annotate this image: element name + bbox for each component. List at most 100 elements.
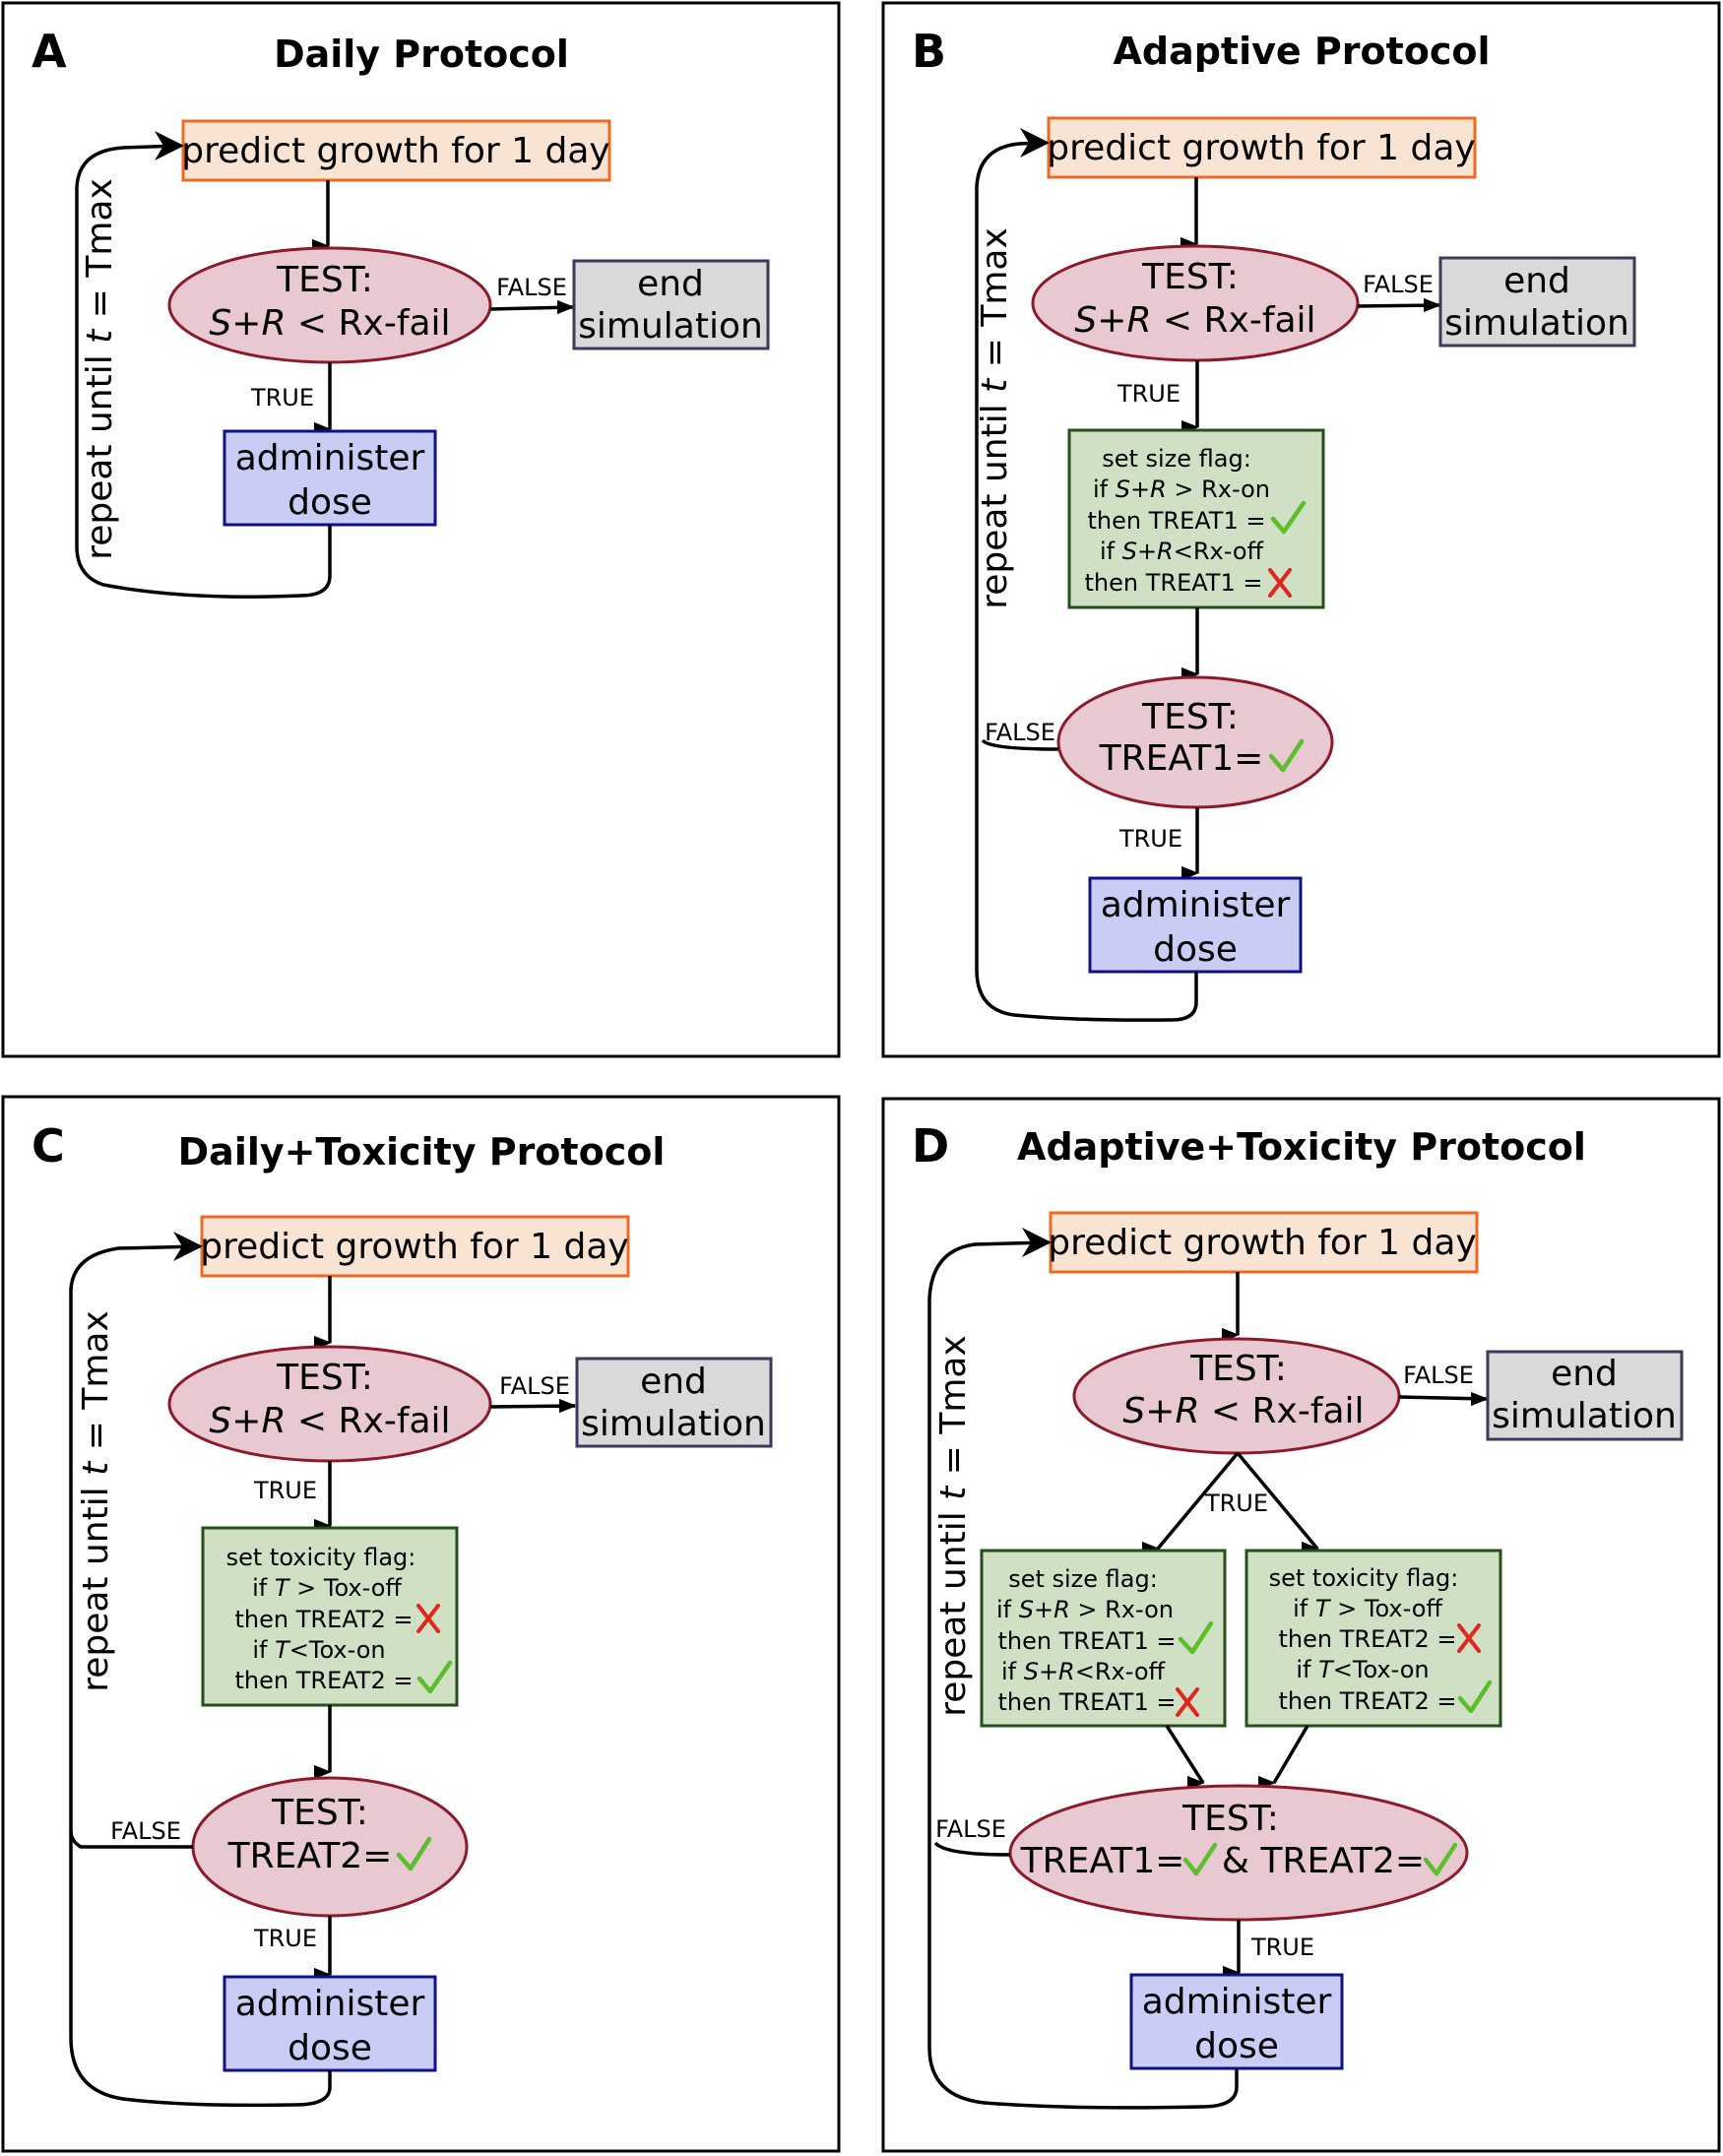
panel-b-test-oval xyxy=(1031,244,1360,362)
panel-c-repeat-label: repeat until t = Tmax xyxy=(76,1310,116,1692)
panel-a-frame xyxy=(1,1,841,1058)
panel-c-test2-cond: TREAT2= xyxy=(227,1836,393,1876)
check-icon xyxy=(416,1660,453,1694)
panel-b-test-sr: S+R xyxy=(1074,300,1151,341)
panel-d-tox-if1-t: T xyxy=(1315,1595,1332,1622)
panel-d-title: Adaptive+Toxicity Protocol xyxy=(1017,1125,1586,1169)
panel-b-repeat-label: repeat until t = Tmax xyxy=(975,227,1015,609)
panel-b-letter: B xyxy=(912,25,946,78)
panel-d-tox-if2-rest: <Tox-on xyxy=(1333,1656,1430,1683)
panel-c-flag-if2-pre: if xyxy=(252,1636,275,1664)
panel-d-size-if1-rest: > Rx-on xyxy=(1070,1596,1174,1623)
panel-b-false2-stub xyxy=(981,738,1059,751)
panel-c-true2-label: TRUE xyxy=(253,1925,317,1952)
panel-d-tox-if2: if T<Tox-on xyxy=(1296,1656,1429,1683)
panel-d-tox-if1: if T > Tox-off xyxy=(1293,1595,1442,1622)
panel-d-end-l2: simulation xyxy=(1492,1396,1677,1436)
panel-c-false-label: FALSE xyxy=(499,1372,570,1400)
panel-b-test-label: TEST: xyxy=(1141,257,1239,297)
panel-b-dose-l1: administer xyxy=(1101,885,1291,925)
panel-b-repeat-tail: = Tmax xyxy=(975,227,1015,378)
check-icon xyxy=(1270,500,1307,535)
panel-b-test2-cond: TREAT1= xyxy=(1099,738,1264,779)
check-icon xyxy=(1178,1620,1214,1655)
check-icon xyxy=(396,1836,432,1871)
panel-b-title: Adaptive Protocol xyxy=(1113,30,1490,73)
panel-c-test-condition: S+R < Rx-fail xyxy=(209,1401,450,1441)
panel-c-predict-box xyxy=(200,1215,630,1278)
panel-a-true-label: TRUE xyxy=(250,384,314,412)
panel-b-predict-label: predict growth for 1 day xyxy=(1047,128,1475,168)
panel-a-dose-l2: dose xyxy=(287,482,372,523)
panel-c-flag-title: set toxicity flag: xyxy=(226,1544,416,1571)
panel-b-repeat-text: repeat until xyxy=(975,404,1015,609)
panel-c-dose-l1: administer xyxy=(235,1984,425,2024)
panel-d-arrow-false xyxy=(1398,1391,1489,1407)
panel-c-flag-if1-rest: > Tox-off xyxy=(289,1574,403,1602)
panel-d-tox-then2: then TREAT2 = xyxy=(1279,1687,1457,1715)
panel-c-flag-if2: if T<Tox-on xyxy=(252,1636,385,1664)
panel-b-flag-if2-sr: S+R xyxy=(1122,538,1174,565)
panel-b-end-l1: end xyxy=(1503,261,1570,301)
panel-c-repeat-text: repeat until xyxy=(76,1487,116,1692)
panel-c-flag-if1-t: T xyxy=(275,1574,291,1602)
panel-d-repeat-t: t xyxy=(933,1485,974,1500)
panel-b-predict-box xyxy=(1047,116,1477,179)
panel-b-true2-label: TRUE xyxy=(1118,825,1182,853)
panel-c-flag-if1-pre: if xyxy=(252,1574,275,1602)
panel-d-predict-label: predict growth for 1 day xyxy=(1048,1223,1476,1263)
panel-b-test2-label: TEST: xyxy=(1141,697,1239,737)
panel-d-test2-label: TEST: xyxy=(1181,1799,1279,1839)
panel-c-true1-label: TRUE xyxy=(253,1477,317,1504)
panel-c-test2-label: TEST: xyxy=(271,1793,368,1833)
panel-c-end-l2: simulation xyxy=(581,1404,766,1444)
panel-d-predict-box xyxy=(1049,1211,1479,1274)
cross-icon xyxy=(1176,1687,1199,1717)
panel-d: D Adaptive+Toxicity Protocol predict gro… xyxy=(881,1097,1721,2153)
panel-d-dose-l2: dose xyxy=(1194,2026,1279,2066)
panel-b-flag-if2: if S+R<Rx-off xyxy=(1100,538,1264,565)
panel-b-false-label: FALSE xyxy=(1363,271,1434,298)
panel-d-tox-if2-pre: if xyxy=(1296,1656,1318,1683)
panel-d-true2-label: TRUE xyxy=(1250,1934,1314,1961)
panel-a-end-l2: simulation xyxy=(578,306,763,347)
panel-d-tox-if1-pre: if xyxy=(1293,1595,1315,1622)
panel-c-loop-arrow xyxy=(69,1232,332,2108)
cross-icon xyxy=(1268,568,1292,598)
panel-d-tox-then1: then TREAT2 = xyxy=(1279,1625,1457,1653)
panel-a-loop-arrow xyxy=(75,131,332,599)
check-icon xyxy=(1182,1842,1218,1876)
panel-d-end-box xyxy=(1486,1350,1684,1441)
panel-c-arrow-false xyxy=(489,1398,577,1414)
panel-b: B Adaptive Protocol predict growth for 1… xyxy=(881,1,1721,1058)
panel-c-flag-if1: if T > Tox-off xyxy=(252,1574,402,1602)
panel-d-repeat-tail: = Tmax xyxy=(933,1335,974,1486)
panel-b-flag-if1-rest: > Rx-on xyxy=(1167,476,1270,503)
panel-b-flag-if2-rest: <Rx-off xyxy=(1174,538,1264,565)
panel-c-predict-label: predict growth for 1 day xyxy=(200,1227,628,1267)
panel-b-end-l2: simulation xyxy=(1444,303,1629,344)
panel-a-test-condition: S+R < Rx-fail xyxy=(209,303,450,344)
panel-d-arrow-size-test2 xyxy=(1165,1725,1205,1791)
panel-b-arrow-false xyxy=(1357,297,1441,313)
panel-a-arrow-false xyxy=(489,299,575,315)
panel-c-end-l1: end xyxy=(640,1362,707,1402)
panel-d-letter: D xyxy=(912,1119,949,1173)
panel-b-flag-if1-sr: S+R xyxy=(1116,476,1167,503)
panel-c-dose-l2: dose xyxy=(287,2028,372,2068)
panel-c-frame xyxy=(1,1095,841,2153)
panel-d-end-l1: end xyxy=(1551,1354,1618,1394)
cross-icon xyxy=(416,1604,440,1633)
panel-d-size-if1-sr: S+R xyxy=(1019,1596,1070,1623)
panel-d-true1-label: TRUE xyxy=(1204,1490,1268,1517)
panel-b-false2-label: FALSE xyxy=(985,719,1055,746)
panel-d-size-title: set size flag: xyxy=(1008,1565,1158,1593)
panel-b-end-box xyxy=(1438,256,1636,348)
panel-b-test-rest: < Rx-fail xyxy=(1151,300,1315,341)
panel-c-test-label: TEST: xyxy=(276,1358,373,1398)
panel-a-repeat-tail: = Tmax xyxy=(80,178,120,329)
panel-a-dose-box xyxy=(223,429,437,527)
panel-b-dose-box xyxy=(1088,876,1303,974)
panel-c-dose-box xyxy=(223,1975,437,2072)
panel-d-tox-if2-t: T xyxy=(1318,1656,1335,1683)
